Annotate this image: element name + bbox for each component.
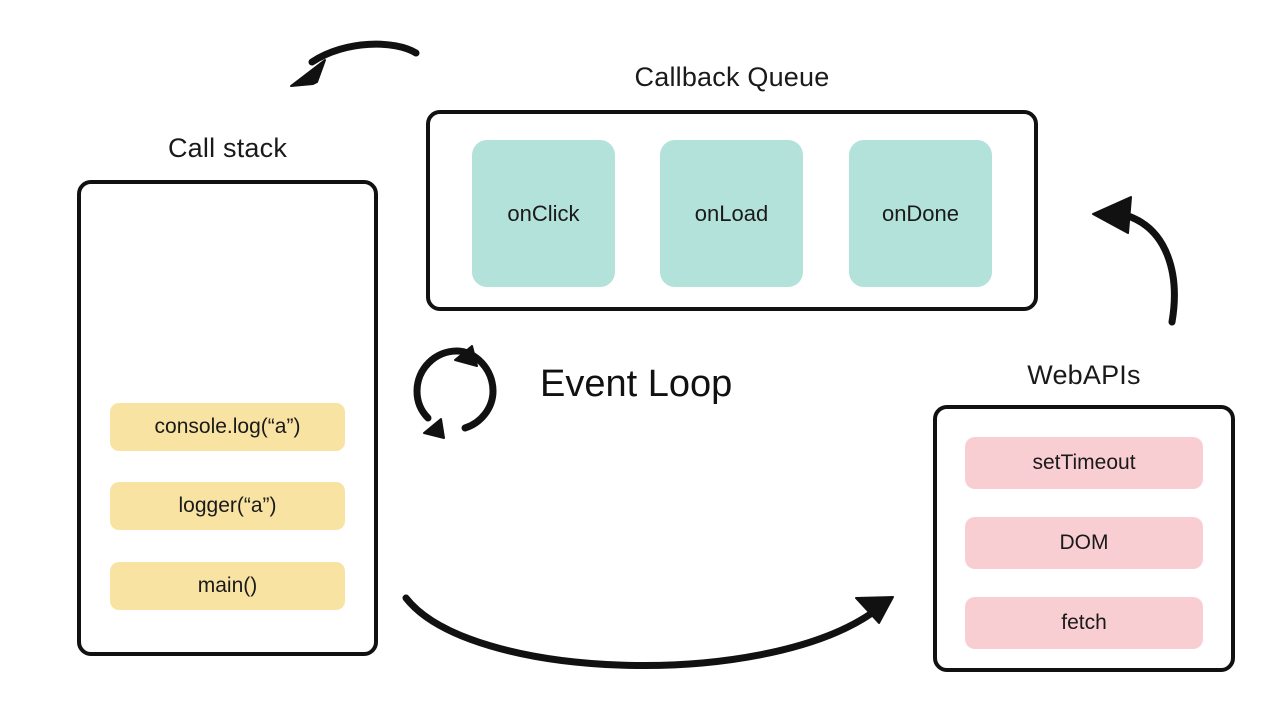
call-stack-frame-label: main() [197, 574, 258, 597]
webapis-item[interactable]: DOM [965, 517, 1203, 569]
call-stack-frame[interactable]: main() [110, 562, 345, 610]
callback-queue-item[interactable]: onDone [849, 140, 992, 287]
callback-queue-item-label: onClick [507, 200, 580, 226]
call-stack-frame-label: console.log(“a”) [154, 415, 301, 438]
call-stack-frame[interactable]: console.log(“a”) [110, 403, 345, 451]
webapis-item[interactable]: fetch [965, 597, 1203, 649]
callback-queue-item[interactable]: onClick [472, 140, 615, 287]
webapis-item-label: fetch [1061, 611, 1107, 634]
call-stack-frame[interactable]: logger(“a”) [110, 482, 345, 530]
webapis-title: WebAPIs [1027, 360, 1141, 390]
call-stack-title: Call stack [167, 133, 288, 163]
call-stack-to-webapis-arrow [402, 594, 894, 669]
queue-to-call-stack-arrow [290, 40, 420, 87]
webapis-to-callback-queue-arrow [1092, 196, 1178, 326]
webapis-item-label: DOM [1059, 531, 1109, 554]
call-stack-frame-label: logger(“a”) [178, 494, 277, 517]
callback-queue-item-label: onDone [881, 200, 960, 226]
event-loop-label: Event Loop [540, 363, 733, 405]
webapis-item-label: setTimeout [1032, 451, 1136, 474]
webapis-item[interactable]: setTimeout [965, 437, 1203, 489]
callback-queue-item[interactable]: onLoad [660, 140, 803, 287]
callback-queue-item-label: onLoad [694, 200, 769, 226]
callback-queue-title: Callback Queue [634, 62, 830, 92]
circular-refresh-icon [413, 345, 497, 439]
